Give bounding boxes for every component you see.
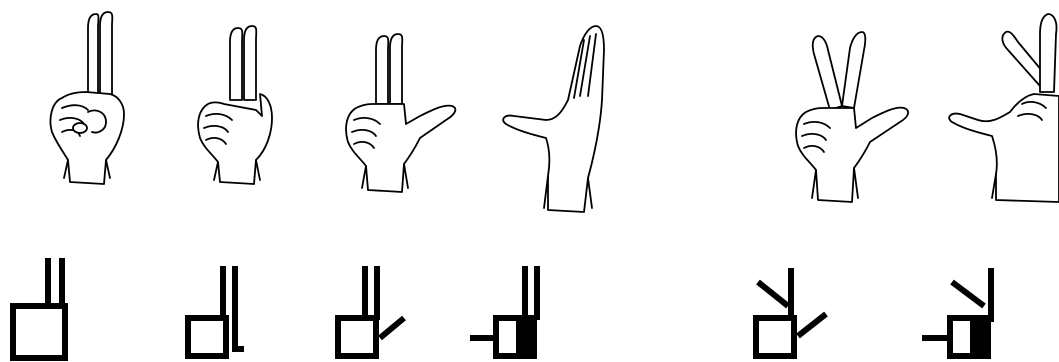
handshape-glyph-4 <box>470 266 540 356</box>
hand-drawing-6 <box>949 14 1059 202</box>
handshape-glyph-2 <box>188 266 244 356</box>
hand-drawing-1 <box>50 12 124 184</box>
handshape-glyph-6 <box>922 268 994 356</box>
hand-drawing-4 <box>503 26 604 212</box>
handshape-glyph-3 <box>338 266 404 356</box>
handshape-glyph-1 <box>13 258 65 358</box>
handshape-glyph-5 <box>756 268 826 356</box>
hand-drawing-2 <box>198 26 272 184</box>
hand-drawing-5 <box>796 32 908 202</box>
hand-drawing-3 <box>346 34 455 192</box>
